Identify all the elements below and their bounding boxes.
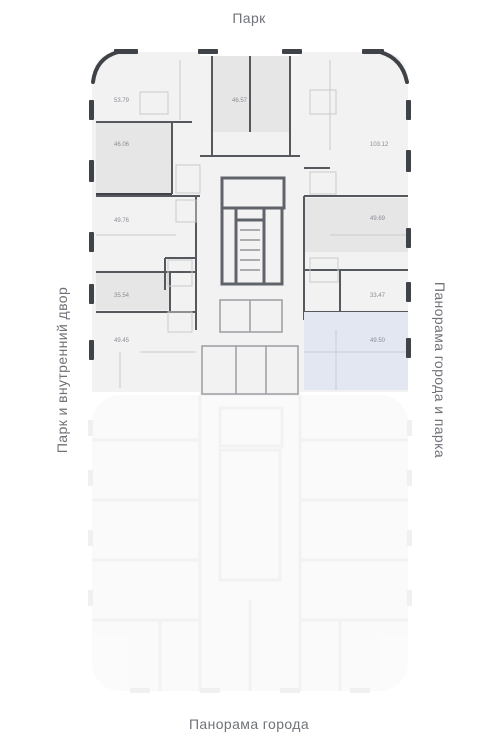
compass-label-south: Панорама города: [188, 716, 310, 732]
floor-plan-ghost: [88, 395, 412, 693]
unit-area-9[interactable]: 49.45: [114, 338, 130, 344]
unit-area-8[interactable]: 33.47: [370, 293, 386, 299]
corner-windows: [91, 50, 409, 84]
shaded-apartments: [96, 56, 408, 310]
unit-area-2[interactable]: 46.57: [232, 98, 248, 104]
compass-label-north: Парк: [232, 10, 266, 26]
lift-lobby: [201, 299, 299, 395]
unit-area-10[interactable]: 49.50: [370, 338, 386, 344]
apartment-area-labels: 53.79 46.57 103.12 46.06 49.76 49.69 35.…: [114, 98, 389, 344]
stairs: [240, 229, 260, 271]
unit-area-5[interactable]: 49.76: [114, 218, 130, 224]
unit-area-6[interactable]: 49.69: [370, 216, 386, 222]
unit-area-4[interactable]: 46.06: [114, 142, 130, 148]
building-core: [220, 176, 286, 286]
unit-area-3[interactable]: 103.12: [370, 142, 389, 148]
windows: [89, 49, 411, 360]
apartment-selected[interactable]: [304, 312, 408, 390]
unit-area-1[interactable]: 53.79: [114, 98, 130, 104]
unit-area-7[interactable]: 35.54: [114, 293, 130, 299]
